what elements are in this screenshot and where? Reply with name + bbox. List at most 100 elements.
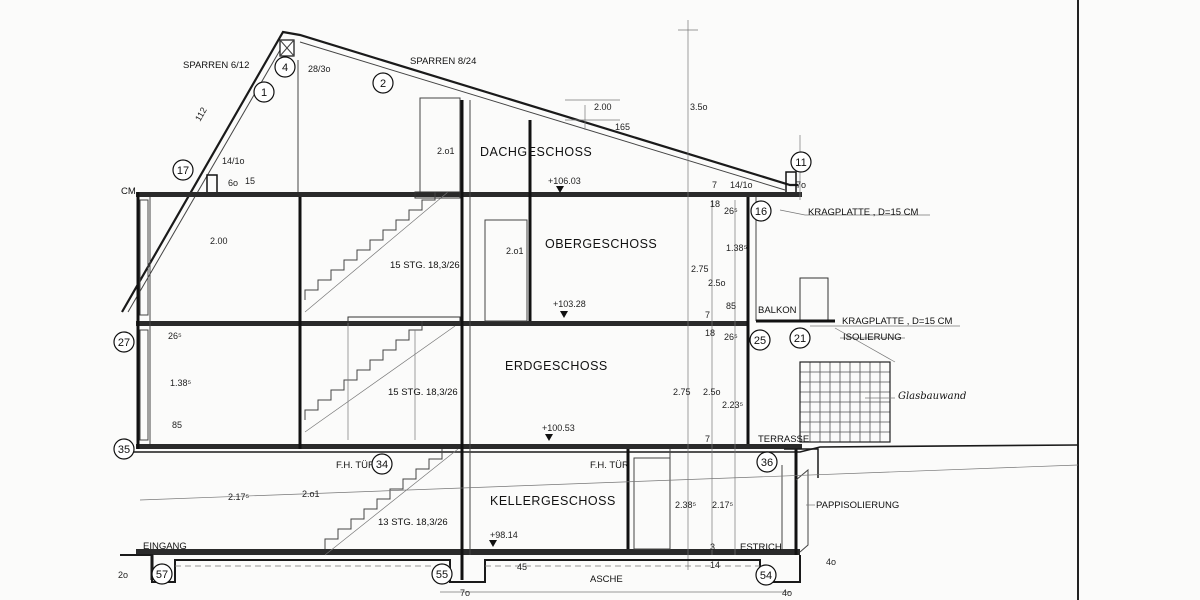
elev-marker-dach xyxy=(556,186,564,193)
reference-circle-2 xyxy=(372,72,394,94)
balkon-rail xyxy=(799,277,829,321)
dim-6o: 6o xyxy=(228,178,238,188)
dim-2o1-b: 2.o1 xyxy=(506,246,524,256)
reference-number-11: 11 xyxy=(795,157,806,169)
reference-number-17: 17 xyxy=(177,165,189,177)
room-erdgeschoss: ERDGESCHOSS xyxy=(505,359,608,373)
dim-2o1-c: 2.o1 xyxy=(302,489,320,499)
stair-upper xyxy=(304,192,436,300)
door-keller xyxy=(633,457,671,550)
reference-number-54: 54 xyxy=(760,570,772,582)
reference-number-16: 16 xyxy=(755,206,767,218)
door-ober xyxy=(484,219,528,322)
reference-number-34: 34 xyxy=(376,459,388,471)
knee-wall xyxy=(206,174,218,194)
dim-2235: 2.23⁵ xyxy=(722,400,744,410)
pappisolierung-curve xyxy=(795,468,809,553)
label-glasbauwand: Glasbauwand xyxy=(898,391,966,402)
dim-1385-a: 1.38⁵ xyxy=(726,243,748,253)
reference-circle-16 xyxy=(750,200,772,222)
reference-circle-11 xyxy=(790,151,812,173)
elev-ober: +103.28 xyxy=(553,299,586,309)
roof-outline xyxy=(121,30,798,313)
stair-label-lower: 13 STG. 18,3/26 xyxy=(378,517,448,528)
dim-265-left: 26⁵ xyxy=(168,331,182,341)
dim-2175-b: 2.17⁵ xyxy=(712,500,734,510)
label-asche: ASCHE xyxy=(590,574,623,585)
door-attic xyxy=(419,97,461,193)
dim-35o: 3.5o xyxy=(690,102,708,112)
label-pappisolierung: PAPPISOLIERUNG xyxy=(816,500,899,511)
dim-4o-a: 4o xyxy=(826,557,836,567)
dim-15-left: 15 xyxy=(245,176,255,186)
label-estrich: ESTRICH xyxy=(740,542,782,553)
reference-circle-55 xyxy=(431,563,453,585)
reference-circle-21 xyxy=(789,327,811,349)
dim-7-b: 7 xyxy=(705,310,710,320)
slab-dach xyxy=(136,192,802,197)
terrasse-edge xyxy=(784,448,819,478)
reference-circle-36 xyxy=(756,451,778,473)
dim-7-c: 7 xyxy=(705,434,710,444)
room-dachgeschoss: DACHGESCHOSS xyxy=(480,145,592,159)
label-fh-tur-2: F.H. TÜR xyxy=(590,460,629,471)
dim-2oo-b: 2.00 xyxy=(210,236,228,246)
ridge-hatch-2 xyxy=(279,39,295,57)
dim-2385: 2.38⁵ xyxy=(675,500,697,510)
isolierung-line2 xyxy=(834,327,896,363)
reference-number-35: 35 xyxy=(118,444,130,456)
stair-lower xyxy=(324,449,443,549)
reference-circle-34 xyxy=(371,453,393,475)
slope-line xyxy=(139,464,1079,501)
dim-14-10-a: 14/1o xyxy=(222,156,245,166)
dim-2o: 2o xyxy=(118,570,128,580)
eave-right xyxy=(785,171,797,195)
reference-number-21: 21 xyxy=(794,333,806,345)
stair-landing-2 xyxy=(347,316,461,324)
label-sparren-left: SPARREN 6/12 xyxy=(183,60,249,71)
elev-marker-keller xyxy=(489,540,497,547)
reference-number-1: 1 xyxy=(261,87,267,99)
label-cm: CM xyxy=(121,186,136,197)
dim-165: 165 xyxy=(615,122,630,132)
kragplatte-leader-1 xyxy=(779,209,930,216)
label-eingang: EINGANG xyxy=(143,541,187,552)
glasbauwand-grid xyxy=(799,361,891,443)
elev-marker-ober xyxy=(560,311,568,318)
reference-circle-27 xyxy=(113,331,135,353)
label-sparren-right: SPARREN 8/24 xyxy=(410,56,476,67)
dim-275-a: 2.75 xyxy=(691,264,709,274)
reference-number-55: 55 xyxy=(436,569,448,581)
dim-275-b: 2.75 xyxy=(673,387,691,397)
dim-14-10-b: 14/1o xyxy=(730,180,753,190)
room-kellergeschoss: KELLERGESCHOSS xyxy=(490,494,616,508)
dim-265-a: 26⁵ xyxy=(724,206,738,216)
dim-112: 112 xyxy=(193,106,209,123)
roof-inner-line-2 xyxy=(299,41,786,191)
dim-1385-b: 1.38⁵ xyxy=(170,378,192,388)
reference-number-4: 4 xyxy=(282,62,288,74)
reference-circle-17 xyxy=(172,159,194,181)
label-terrasse: TERRASSE xyxy=(758,434,809,445)
reference-circle-4 xyxy=(274,56,296,78)
label-balkon: BALKON xyxy=(758,305,797,316)
dim-25o-b: 2.5o xyxy=(703,387,721,397)
dim-45: 45 xyxy=(517,562,527,572)
elev-erd: +100.53 xyxy=(542,423,575,433)
dim-4o-b: 4o xyxy=(782,588,792,598)
reference-number-57: 57 xyxy=(156,569,168,581)
stair-middle xyxy=(304,321,423,420)
label-kragplatte-1: KRAGPLATTE , D=15 CM xyxy=(808,207,919,218)
dim-85-a: 85 xyxy=(726,301,736,311)
elev-dach: +106.03 xyxy=(548,176,581,186)
reference-circle-54 xyxy=(755,564,777,586)
stair-landing-1 xyxy=(414,191,461,199)
reference-circle-25 xyxy=(749,329,771,351)
dim-28-30: 28/3o xyxy=(308,64,331,74)
dim-18-b: 18 xyxy=(705,328,715,338)
room-obergeschoss: OBERGESCHOSS xyxy=(545,237,657,251)
dim-2oo-a: 2.00 xyxy=(594,102,612,112)
dim-265-b: 26⁵ xyxy=(724,332,738,342)
reference-circle-57 xyxy=(151,563,173,585)
